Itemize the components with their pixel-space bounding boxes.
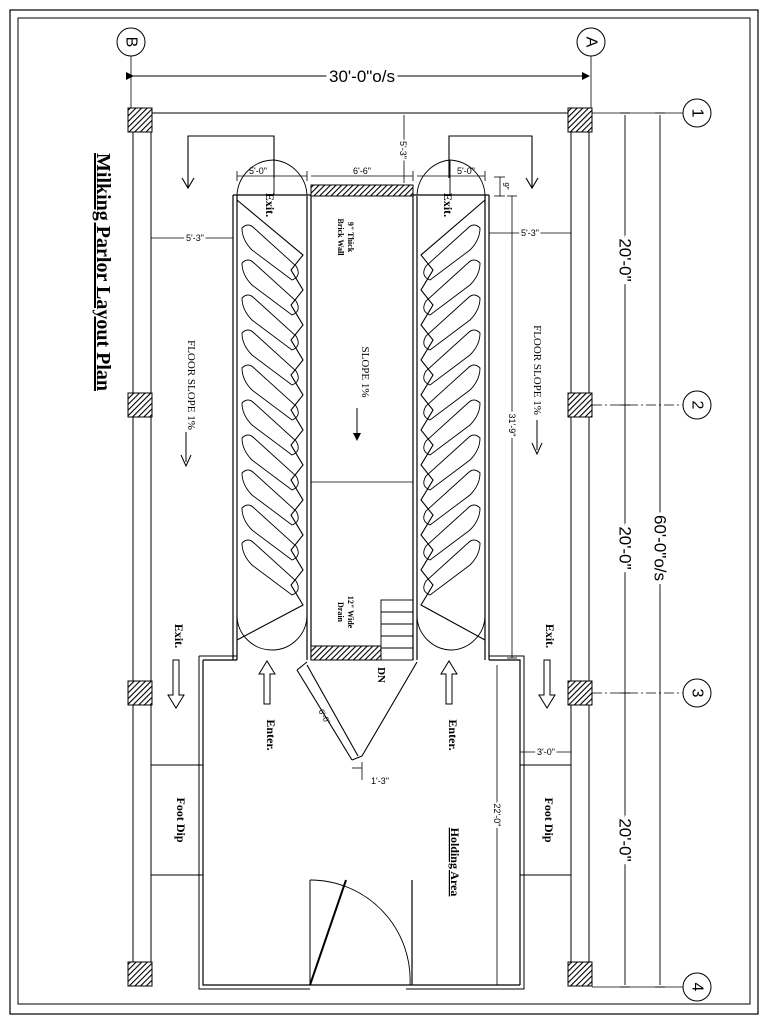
parlor-walls bbox=[232, 194, 490, 660]
label-brick-wall-2: Brick Wall bbox=[336, 219, 345, 257]
exit-door-swings-bottom bbox=[236, 614, 486, 651]
cows-left bbox=[241, 224, 299, 596]
entry-funnel bbox=[296, 661, 418, 761]
operator-pit bbox=[306, 196, 418, 660]
drain-grate bbox=[310, 645, 382, 661]
pit-steps bbox=[380, 599, 414, 661]
exit-arrows-top bbox=[181, 135, 539, 190]
label-enter-right: Enter. bbox=[446, 719, 460, 750]
stall-dividers-right bbox=[420, 199, 486, 641]
label-dn: DN bbox=[375, 667, 387, 683]
side-walls bbox=[132, 112, 590, 975]
svg-text:B: B bbox=[123, 37, 140, 48]
dim-overall-length bbox=[655, 112, 665, 988]
label-holding-area: Holding Area bbox=[448, 828, 462, 897]
label-exit-side-right: Exit. bbox=[543, 624, 557, 648]
dim-holding-length: 22'-0" bbox=[492, 804, 502, 827]
dim-ramp-width: 1'-3" bbox=[371, 776, 389, 786]
brick-wall bbox=[310, 184, 414, 197]
holding-gate bbox=[309, 879, 411, 986]
grid-bubble-2: 2 bbox=[682, 390, 712, 420]
label-foot-dip-left: Foot Dip bbox=[174, 798, 188, 843]
dim-top-gap: 5'-3" bbox=[398, 141, 408, 159]
grid-bubble-4: 4 bbox=[682, 972, 712, 1002]
dim-side-gap-right: 5'-3" bbox=[521, 228, 539, 238]
svg-text:2: 2 bbox=[689, 401, 706, 410]
dim-pit-width: 6'-6" bbox=[353, 166, 371, 176]
grid-bubble-a: A bbox=[576, 27, 606, 57]
label-floor-slope-left: FLOOR SLOPE 1% bbox=[185, 340, 197, 430]
inner-dims bbox=[151, 115, 571, 985]
foot-dips bbox=[150, 764, 572, 876]
label-exit-side-left: Exit. bbox=[172, 624, 186, 648]
enter-arrow-left bbox=[258, 660, 276, 705]
plan-title: Milking Parlor Layout Plan bbox=[92, 153, 114, 391]
grid-bubble-1: 1 bbox=[682, 98, 712, 128]
label-floor-slope-right: FLOOR SLOPE 1% bbox=[531, 325, 543, 415]
label-drain-1: 12" Wide bbox=[346, 596, 355, 629]
label-brick-wall-1: 9" Thick bbox=[346, 222, 355, 253]
holding-area-walls bbox=[202, 659, 521, 986]
dim-exit-width-left: 5'-0" bbox=[249, 166, 267, 176]
svg-text:A: A bbox=[583, 37, 600, 48]
dim-overall-length-label: 60'-0"o/s bbox=[651, 515, 670, 581]
label-foot-dip-right: Foot Dip bbox=[542, 798, 556, 843]
svg-text:1: 1 bbox=[689, 109, 706, 118]
floor-slope-arrow-right bbox=[531, 420, 543, 456]
label-enter-left: Enter. bbox=[264, 719, 278, 750]
label-pit-slope: SLOPE 1% bbox=[359, 346, 371, 397]
floor-slope-arrow-left bbox=[180, 432, 192, 468]
dim-bays bbox=[620, 112, 630, 988]
grid-bubble-b: B bbox=[116, 27, 146, 57]
dim-foot-dip-gap: 3'-0" bbox=[537, 747, 555, 757]
svg-text:3: 3 bbox=[689, 689, 706, 698]
structural-columns bbox=[127, 107, 593, 987]
grid-bubble-3: 3 bbox=[682, 678, 712, 708]
dim-overall-width-label: 30'-0"o/s bbox=[329, 67, 395, 86]
sheet-border-inner bbox=[17, 17, 751, 1005]
sheet-border-outer bbox=[9, 9, 759, 1015]
dim-exit-width-right: 5'-0" bbox=[457, 166, 475, 176]
dim-bay-3-label: 20'-0" bbox=[616, 818, 635, 861]
dim-bay-1-label: 20'-0" bbox=[616, 238, 635, 281]
exit-arrow-left bbox=[167, 659, 185, 709]
dim-side-gap-left: 5'-3" bbox=[186, 233, 204, 243]
svg-text:4: 4 bbox=[689, 983, 706, 992]
cows-right bbox=[423, 224, 481, 596]
dim-parlor-length: 31'-9" bbox=[507, 414, 517, 437]
label-exit-top-right: Exit. bbox=[441, 193, 455, 217]
label-drain-2: Drain bbox=[336, 602, 345, 623]
dim-small-gap: 9" bbox=[501, 182, 510, 189]
enter-arrow-right bbox=[440, 660, 458, 705]
label-exit-top-left: Exit. bbox=[263, 193, 277, 217]
exit-arrow-right bbox=[538, 659, 556, 709]
dim-bay-2-label: 20'-0" bbox=[616, 526, 635, 569]
